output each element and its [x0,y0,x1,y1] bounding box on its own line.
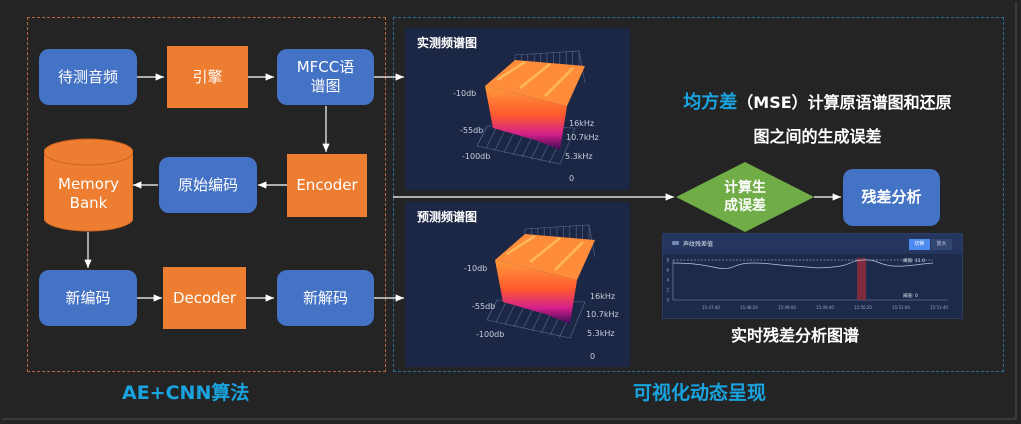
decision-label: 计算生成误差 [724,180,766,214]
spectrogram-3d-surface [476,50,586,165]
node-original-code: 原始编码 [159,157,257,213]
visualization-label: 可视化动态呈现 [633,382,767,404]
node-audio-input: 待测音频 [39,49,137,105]
spectrogram-title: 预测频谱图 [417,210,478,224]
node-new-decode: 新解码 [277,270,374,326]
x-tick-label: 15:49:00 [778,305,796,310]
memory-bank-label: Memory Bank [58,175,120,212]
toggle-zoom-button[interactable]: 放大 [931,239,952,250]
residual-line-chart: 8 6 4 2 0 15:47:40 15:48:20 15:49:00 15:49:40 15:… [666,257,948,310]
mse-description: 均方差（MSE）计算原语谱图和还原 图之间的生成误差 [650,86,985,154]
spectral-ridge [529,237,561,263]
measured-spectrogram-panel: 实测频谱图 -10db -55db -100db 16kHz 10.7kHz 5… [405,28,630,190]
y-tick-label: 0 [666,298,669,303]
node-mfcc-spectrogram: MFCC语谱图 [277,49,374,105]
threshold-high-label: 阈值: 11.0 [903,257,925,264]
freq-tick-label: 5.3kHz [565,152,593,161]
cylinder-shape [43,138,134,232]
freq-tick-label: 16kHz [569,119,595,128]
node-residual-analysis: 残差分析 [843,169,940,226]
z-tick-label: -55db [460,126,484,135]
z-tick-label: -10db [453,89,477,98]
ae-cnn-group [27,17,386,372]
visualization-group [393,17,1004,372]
z-tick-label: -10db [464,264,488,273]
spectral-ridge [554,241,584,271]
ae-cnn-label: AE+CNN算法 [122,382,250,404]
y-tick-label: 2 [666,288,669,293]
decision-compute-error: 计算生成误差 [676,162,814,232]
node-encoder: Encoder [287,154,367,217]
surface-front [495,260,577,324]
freq-tick-label: 0 [569,174,575,183]
node-engine: 引擎 [167,46,248,108]
diamond-shape [676,162,814,232]
mse-line-1: 均方差（MSE）计算原语谱图和还原 [650,86,985,120]
node-decoder: Decoder [163,267,246,329]
node-new-code: 新编码 [39,270,137,326]
x-tick-label: 15:49:40 [816,305,834,310]
residual-chart-header: 声纹残差值 切换 放大 [663,234,962,254]
x-tick-label: 15:47:40 [702,305,720,310]
predicted-spectrogram-panel: 预测频谱图 -10db -55db -100db 16kHz 10.7kHz 5… [405,202,630,367]
spectral-ridge [544,67,574,97]
y-tick-label: 4 [666,278,669,283]
threshold-low-label: 阈值: 0 [903,292,918,299]
grid-wall [486,224,596,339]
freq-tick-label: 16kHz [590,292,616,301]
freq-tick-label: 5.3kHz [587,329,615,338]
spectrogram-3d-surface [486,224,596,339]
mse-highlight: 均方差 [683,92,738,113]
spectral-ridge [506,234,536,256]
z-tick-label: -100db [462,152,491,161]
spectral-ridge [519,63,551,89]
y-tick-label: 6 [666,268,669,273]
x-tick-label: 15:51:40 [930,305,948,310]
toggle-switch-button[interactable]: 切换 [909,239,930,250]
y-tick-label: 8 [666,258,669,263]
surface-front [485,86,567,150]
x-tick-label: 15:48:20 [740,305,758,310]
freq-tick-label: 10.7kHz [566,133,599,142]
spectral-ridge [496,60,526,82]
residual-chart-caption: 实时残差分析图谱 [731,326,860,345]
x-tick-label: 15:51:00 [892,305,910,310]
freq-tick-label: 0 [590,352,596,361]
freq-tick-label: 10.7kHz [586,310,619,319]
residual-chart-panel: 声纹残差值 切换 放大 8 6 4 2 0 15:47:40 15:48:20 15:49:0… [662,233,963,319]
residual-line [672,259,934,269]
node-memory-bank: Memory Bank [43,138,134,232]
mse-line-1-rest: （MSE）计算原语谱图和还原 [737,93,952,112]
residual-chart-title: 声纹残差值 [683,241,714,248]
z-tick-label: -55db [472,302,496,311]
x-tick-label: 15:50:20 [854,305,872,310]
chart-title-icon [672,241,679,245]
spectrogram-title: 实测频谱图 [417,36,478,50]
z-tick-label: -100db [476,330,505,339]
anomaly-bar [857,258,866,300]
mse-line-2: 图之间的生成误差 [753,127,882,146]
